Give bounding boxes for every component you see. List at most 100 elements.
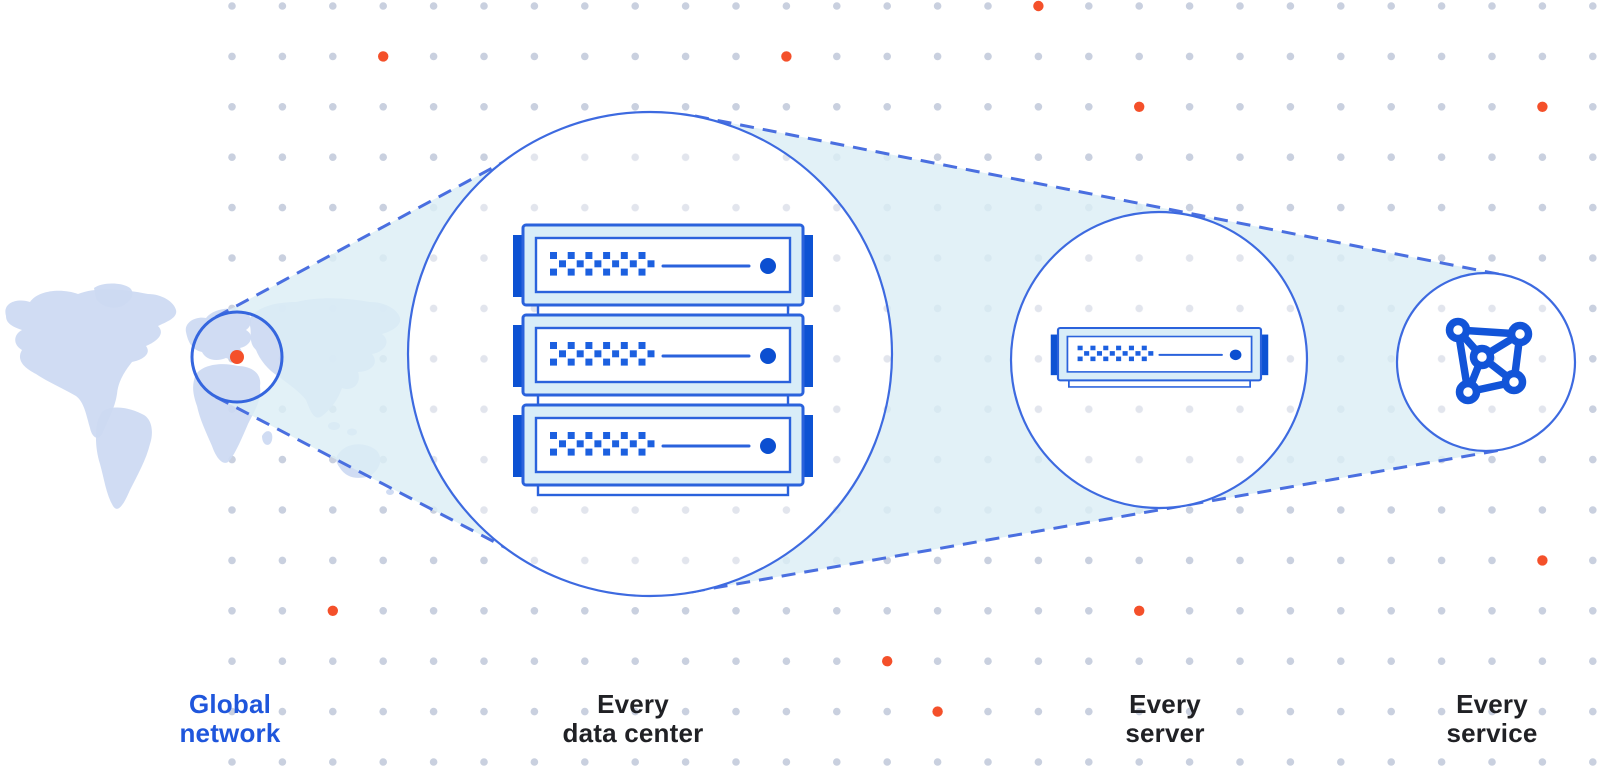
grid-dot [782,2,791,10]
server-unit-1 [511,223,815,317]
single-server [1049,326,1270,389]
grid-dot [379,506,388,514]
grid-dot [379,758,388,766]
grid-dot [1085,2,1093,10]
grid-dot [1085,52,1093,61]
grid-dot [480,556,488,565]
grid-dot [732,607,740,615]
island-new-zealand [386,489,394,495]
grid-dot [1185,607,1194,615]
grid-dot [329,52,337,61]
grid-dot [782,707,791,716]
grid-dot [480,153,488,161]
grid-dot [1034,707,1043,716]
global-network-circle [190,310,284,404]
network-location-marker [230,350,244,364]
grid-dot [1236,556,1244,565]
grid-dot [581,707,589,716]
label-line: server [1125,718,1205,748]
grid-dot [228,254,236,262]
grid-dot [1488,607,1496,615]
grid-dot [379,657,388,665]
grid-dot [278,506,287,514]
grid-dot [329,506,337,514]
grid-dot [480,103,488,111]
grid-dot [833,103,841,111]
accent-dot [378,51,389,62]
grid-dot [429,103,438,111]
grid-dot [1589,254,1597,262]
grid-dot [1538,657,1547,665]
island-madagascar [262,431,273,445]
grid-dot [1589,2,1597,10]
grid-dot [1387,707,1395,716]
grid-dot [1387,153,1395,161]
grid-dot [681,2,690,10]
grid-dot [1538,607,1547,615]
grid-dot [1337,103,1345,111]
label-every-server: Every server [1125,690,1204,748]
grid-dot [833,707,841,716]
grid-dot [228,203,236,212]
grid-dot [1387,103,1395,111]
grid-dot [228,52,236,61]
grid-dot [984,657,992,665]
grid-dot [883,607,891,615]
grid-dot [329,2,337,10]
grid-dot [278,103,287,111]
accent-dot [1537,101,1548,113]
grid-dot [1236,52,1244,61]
grid-dot [732,657,740,665]
grid-dot [1236,103,1244,111]
grid-dot [681,52,690,61]
grid-dot [833,52,841,61]
grid-dot [1437,758,1446,766]
grid-dot [429,657,438,665]
grid-dot [782,607,791,615]
grid-dot [228,506,236,514]
grid-dot [1589,707,1597,716]
accent-dot [1134,101,1145,113]
grid-dot [1135,657,1143,665]
grid-dot [631,707,639,716]
grid-dot [883,758,891,766]
server-unit-single [1049,326,1270,389]
grid-dot [1286,52,1295,61]
grid-dot [1337,203,1345,212]
label-line: data center [562,718,704,748]
grid-dot [1185,707,1194,716]
grid-dot [480,707,488,716]
continent-south-america [95,407,152,509]
grid-dot [1034,153,1043,161]
grid-dot [228,657,236,665]
continent-africa [193,364,261,463]
grid-dot [933,556,942,565]
grid-dot [1437,153,1446,161]
grid-dot [933,153,942,161]
grid-dot [1437,607,1446,615]
grid-dot [480,2,488,10]
grid-dot [1437,657,1446,665]
grid-dot [379,607,388,615]
grid-dot [1589,52,1597,61]
accent-dot [932,706,943,717]
grid-dot [883,52,891,61]
grid-dot [1589,203,1597,212]
grid-dot [1286,103,1295,111]
grid-dot [1387,556,1395,565]
grid-dot [379,153,388,161]
grid-dot [631,52,639,61]
grid-dot [530,2,539,10]
grid-dot [480,607,488,615]
grid-dot [1538,758,1547,766]
label-every-data-center: Every data center [563,690,704,748]
grid-dot [1589,103,1597,111]
grid-dot [1236,758,1244,766]
accent-dot [327,605,338,616]
service-network-icon [1445,317,1533,405]
grid-dot [1337,52,1345,61]
grid-dot [1387,203,1395,212]
accent-dot [781,51,792,62]
grid-dot [581,52,589,61]
